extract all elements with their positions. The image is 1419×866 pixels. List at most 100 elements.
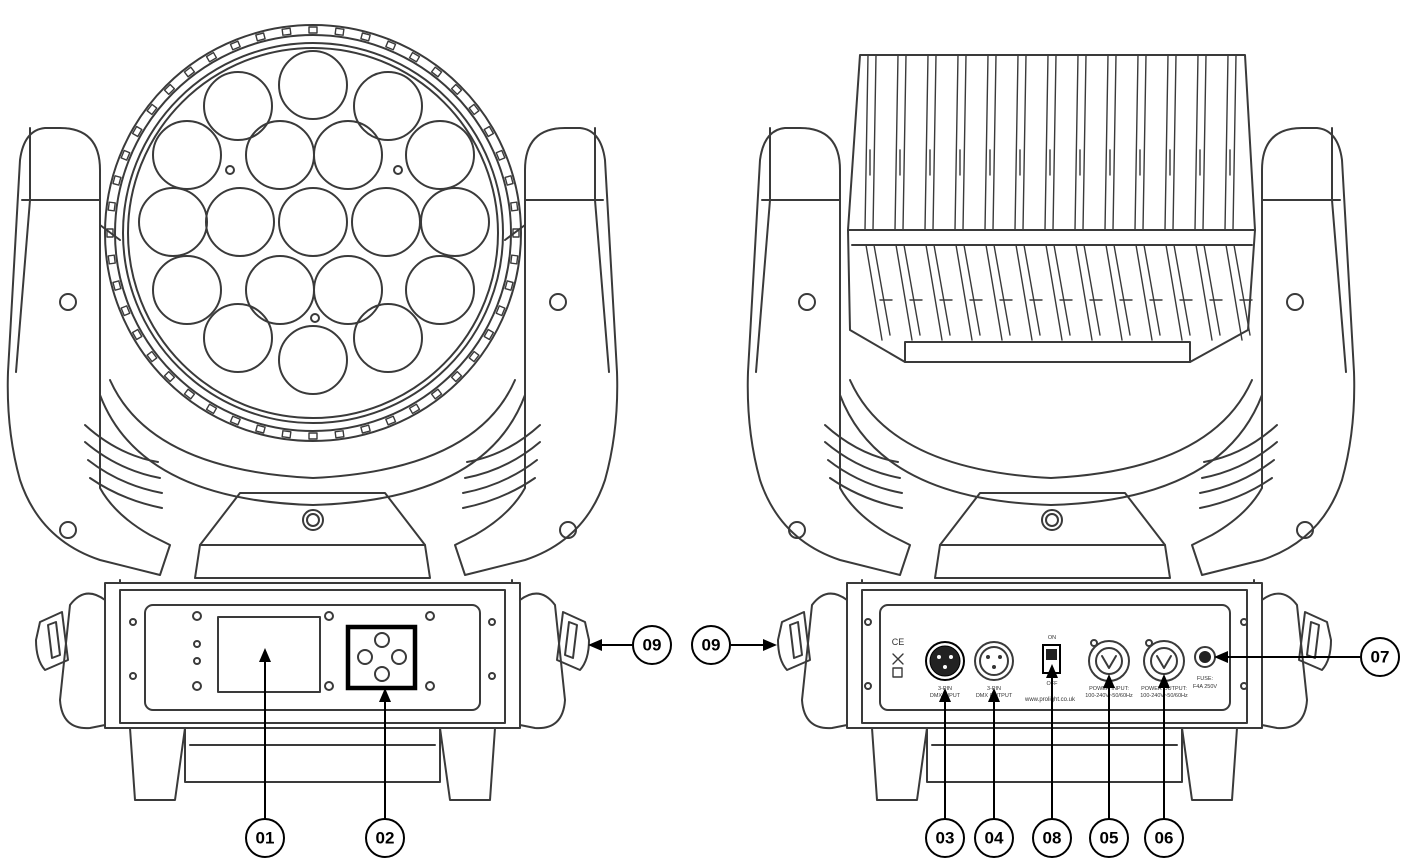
ring-notch [163, 83, 176, 96]
callout-09-left: 09 [632, 625, 672, 665]
heatsink-fin [1165, 244, 1183, 341]
rear-yoke-mount [934, 492, 1171, 579]
ring-notch [281, 27, 292, 36]
ring-notch [131, 328, 143, 341]
heatsink-fin [1232, 54, 1237, 231]
ring-notch [430, 388, 443, 400]
ring-notch [308, 26, 318, 34]
ring-notch [495, 149, 506, 161]
ring-notch [229, 40, 241, 51]
heatsink-fin [985, 244, 1003, 341]
led-lens [152, 120, 222, 190]
website-label: www.prolight.co.uk [1024, 697, 1076, 703]
ring-notch [106, 228, 114, 238]
callout-08: 08 [1032, 818, 1072, 858]
front-base [35, 579, 590, 801]
led-lens [351, 187, 421, 257]
rear-base: CE 3-PIN DMX INPUT 3-PIN DMX O [777, 579, 1332, 801]
ring-notch [334, 430, 345, 439]
callout-08-label: 08 [1043, 829, 1062, 848]
heatsink-fin [895, 244, 913, 341]
heatsink-fin [1202, 54, 1207, 231]
front-yoke-mount [194, 492, 431, 579]
led-lens [278, 325, 348, 395]
rear-view: CE 3-PIN DMX INPUT 3-PIN DMX O [746, 54, 1356, 801]
ring-notch [112, 175, 122, 186]
ring-notch [504, 175, 514, 186]
led-lens [203, 71, 273, 141]
front-led-head [104, 24, 522, 442]
led-lens [205, 187, 275, 257]
led-lens [405, 120, 475, 190]
callout-04: 04 [974, 818, 1014, 858]
heatsink-fin [1113, 244, 1131, 336]
callout-09-left-label: 09 [643, 636, 662, 655]
led-lens [405, 255, 475, 325]
led-lens [152, 255, 222, 325]
ring-notch [495, 305, 506, 317]
heatsink-fin [992, 54, 997, 231]
heatsink-fin [1233, 244, 1251, 336]
ring-notch [512, 228, 520, 238]
heatsink-fin [1164, 54, 1169, 231]
ring-notch [483, 125, 495, 138]
callout-07: 07 [1360, 637, 1400, 677]
heatsink-fin [1203, 244, 1221, 336]
ring-notch [510, 254, 519, 265]
ring-notch [468, 350, 480, 363]
heatsink-fin [1224, 54, 1229, 231]
ring-notch [120, 149, 131, 161]
heatsink-fin [1023, 244, 1041, 336]
heatsink-fin [1104, 54, 1109, 231]
ring-notch [483, 328, 495, 341]
ring-notch [120, 305, 131, 317]
fuse-holder [1194, 646, 1216, 668]
led-lens [353, 303, 423, 373]
ring-notch [430, 66, 443, 78]
callout-04-label: 04 [985, 829, 1004, 848]
heatsink-fin [1225, 244, 1243, 341]
ring-notch [131, 125, 143, 138]
ring-notch [255, 32, 266, 42]
ring-notch [205, 403, 218, 415]
heatsink-fin [1142, 54, 1147, 231]
heatsink-fin [1105, 244, 1123, 341]
ring-notch [468, 103, 480, 116]
led-lens [313, 255, 383, 325]
heatsink-fin [1045, 244, 1063, 341]
heatsink-fin [1134, 54, 1139, 231]
heatsink-fin [933, 244, 951, 336]
ce-mark: CE [892, 637, 905, 647]
rear-heatsink-head [847, 54, 1256, 363]
led-lens [278, 187, 348, 257]
ring-notch [281, 430, 292, 439]
dmx-output-connector [974, 641, 1014, 681]
heatsink-fin [925, 244, 943, 341]
rear-right-arm [1191, 127, 1356, 576]
led-lens [353, 71, 423, 141]
ring-notch [504, 280, 514, 291]
led-lens [278, 50, 348, 120]
callout-03-label: 03 [936, 829, 955, 848]
heatsink-fin [924, 54, 929, 231]
heatsink-fin [1173, 244, 1191, 336]
ring-notch [146, 103, 158, 116]
callout-05: 05 [1089, 818, 1129, 858]
ring-notch [408, 51, 421, 63]
ring-notch [146, 350, 158, 363]
fuse-rating: F4A 250V [1193, 684, 1217, 690]
heatsink-fin [902, 54, 907, 231]
heatsink-fin [1143, 244, 1161, 336]
heatsink-fin [1083, 244, 1101, 336]
heatsink-fin [1082, 54, 1087, 231]
callout-02: 02 [365, 818, 405, 858]
ring-notch [183, 66, 196, 78]
heatsink-fin [865, 244, 883, 341]
rear-left-arm [746, 127, 911, 576]
heatsink-fin [962, 54, 967, 231]
ring-notch [163, 370, 176, 383]
power-input-connector [1088, 639, 1130, 682]
heatsink-fin [954, 54, 959, 231]
ring-notch [450, 83, 463, 96]
